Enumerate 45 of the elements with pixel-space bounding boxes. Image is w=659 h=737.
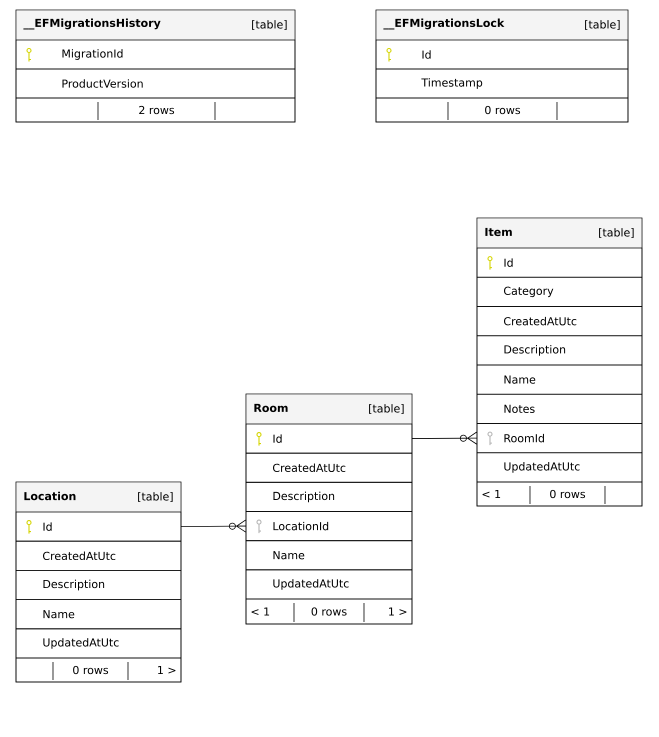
node-label: [table] [252,20,287,30]
column-row: MigrationId [16,40,296,70]
column-row: CreatedAtUtc [476,306,642,336]
relationship-line [412,432,478,445]
node-label: __EFMigrationsLock [383,18,504,30]
row-count-footer: 2 rows [16,98,296,122]
node-label: [table] [138,492,173,502]
column-row: Id [376,40,628,70]
column-row: ProductVersion [16,68,296,98]
table-header: __EFMigrationsHistory [table] [16,10,295,40]
column-row: Category [476,276,642,307]
node-label: [table] [599,228,634,238]
column-row: Id [476,248,642,278]
column-row: Id [16,512,182,542]
row-count-footer: < 1 0 rows [476,482,642,506]
row-count-footer: 0 rows [376,98,628,122]
column-row: Description [476,335,642,366]
column-row: Timestamp [376,68,628,98]
node-label: Location [24,492,76,500]
node-label: __EFMigrationsHistory [23,18,161,30]
table-header: Item [table] [477,218,642,248]
column-row: CreatedAtUtc [246,452,412,483]
relationship-line [180,520,246,532]
row-count-footer: 0 rows 1 > [16,658,182,682]
node-label: [table] [369,404,404,414]
column-row: Name [16,599,182,630]
column-row: CreatedAtUtc [16,540,182,571]
row-count-footer: < 1 0 rows 1 > [246,598,412,624]
column-row: LocationId [246,511,412,542]
column-row: Notes [476,394,642,424]
node-label: Item [485,228,512,236]
table-header: __EFMigrationsLock [table] [376,10,628,40]
table-header: Location [table] [16,482,181,512]
column-row: UpdatedAtUtc [476,452,642,482]
column-row: Description [246,482,412,512]
column-row: UpdatedAtUtc [246,569,412,600]
column-row: Description [16,570,182,600]
column-row: Id [246,424,412,454]
column-row: Name [476,364,642,395]
column-row: Name [246,540,412,570]
node-label: Room [254,404,288,412]
column-row: RoomId [476,423,642,454]
node-label: [table] [585,20,620,30]
column-row: UpdatedAtUtc [16,628,182,658]
table-header: Room [table] [246,394,412,424]
